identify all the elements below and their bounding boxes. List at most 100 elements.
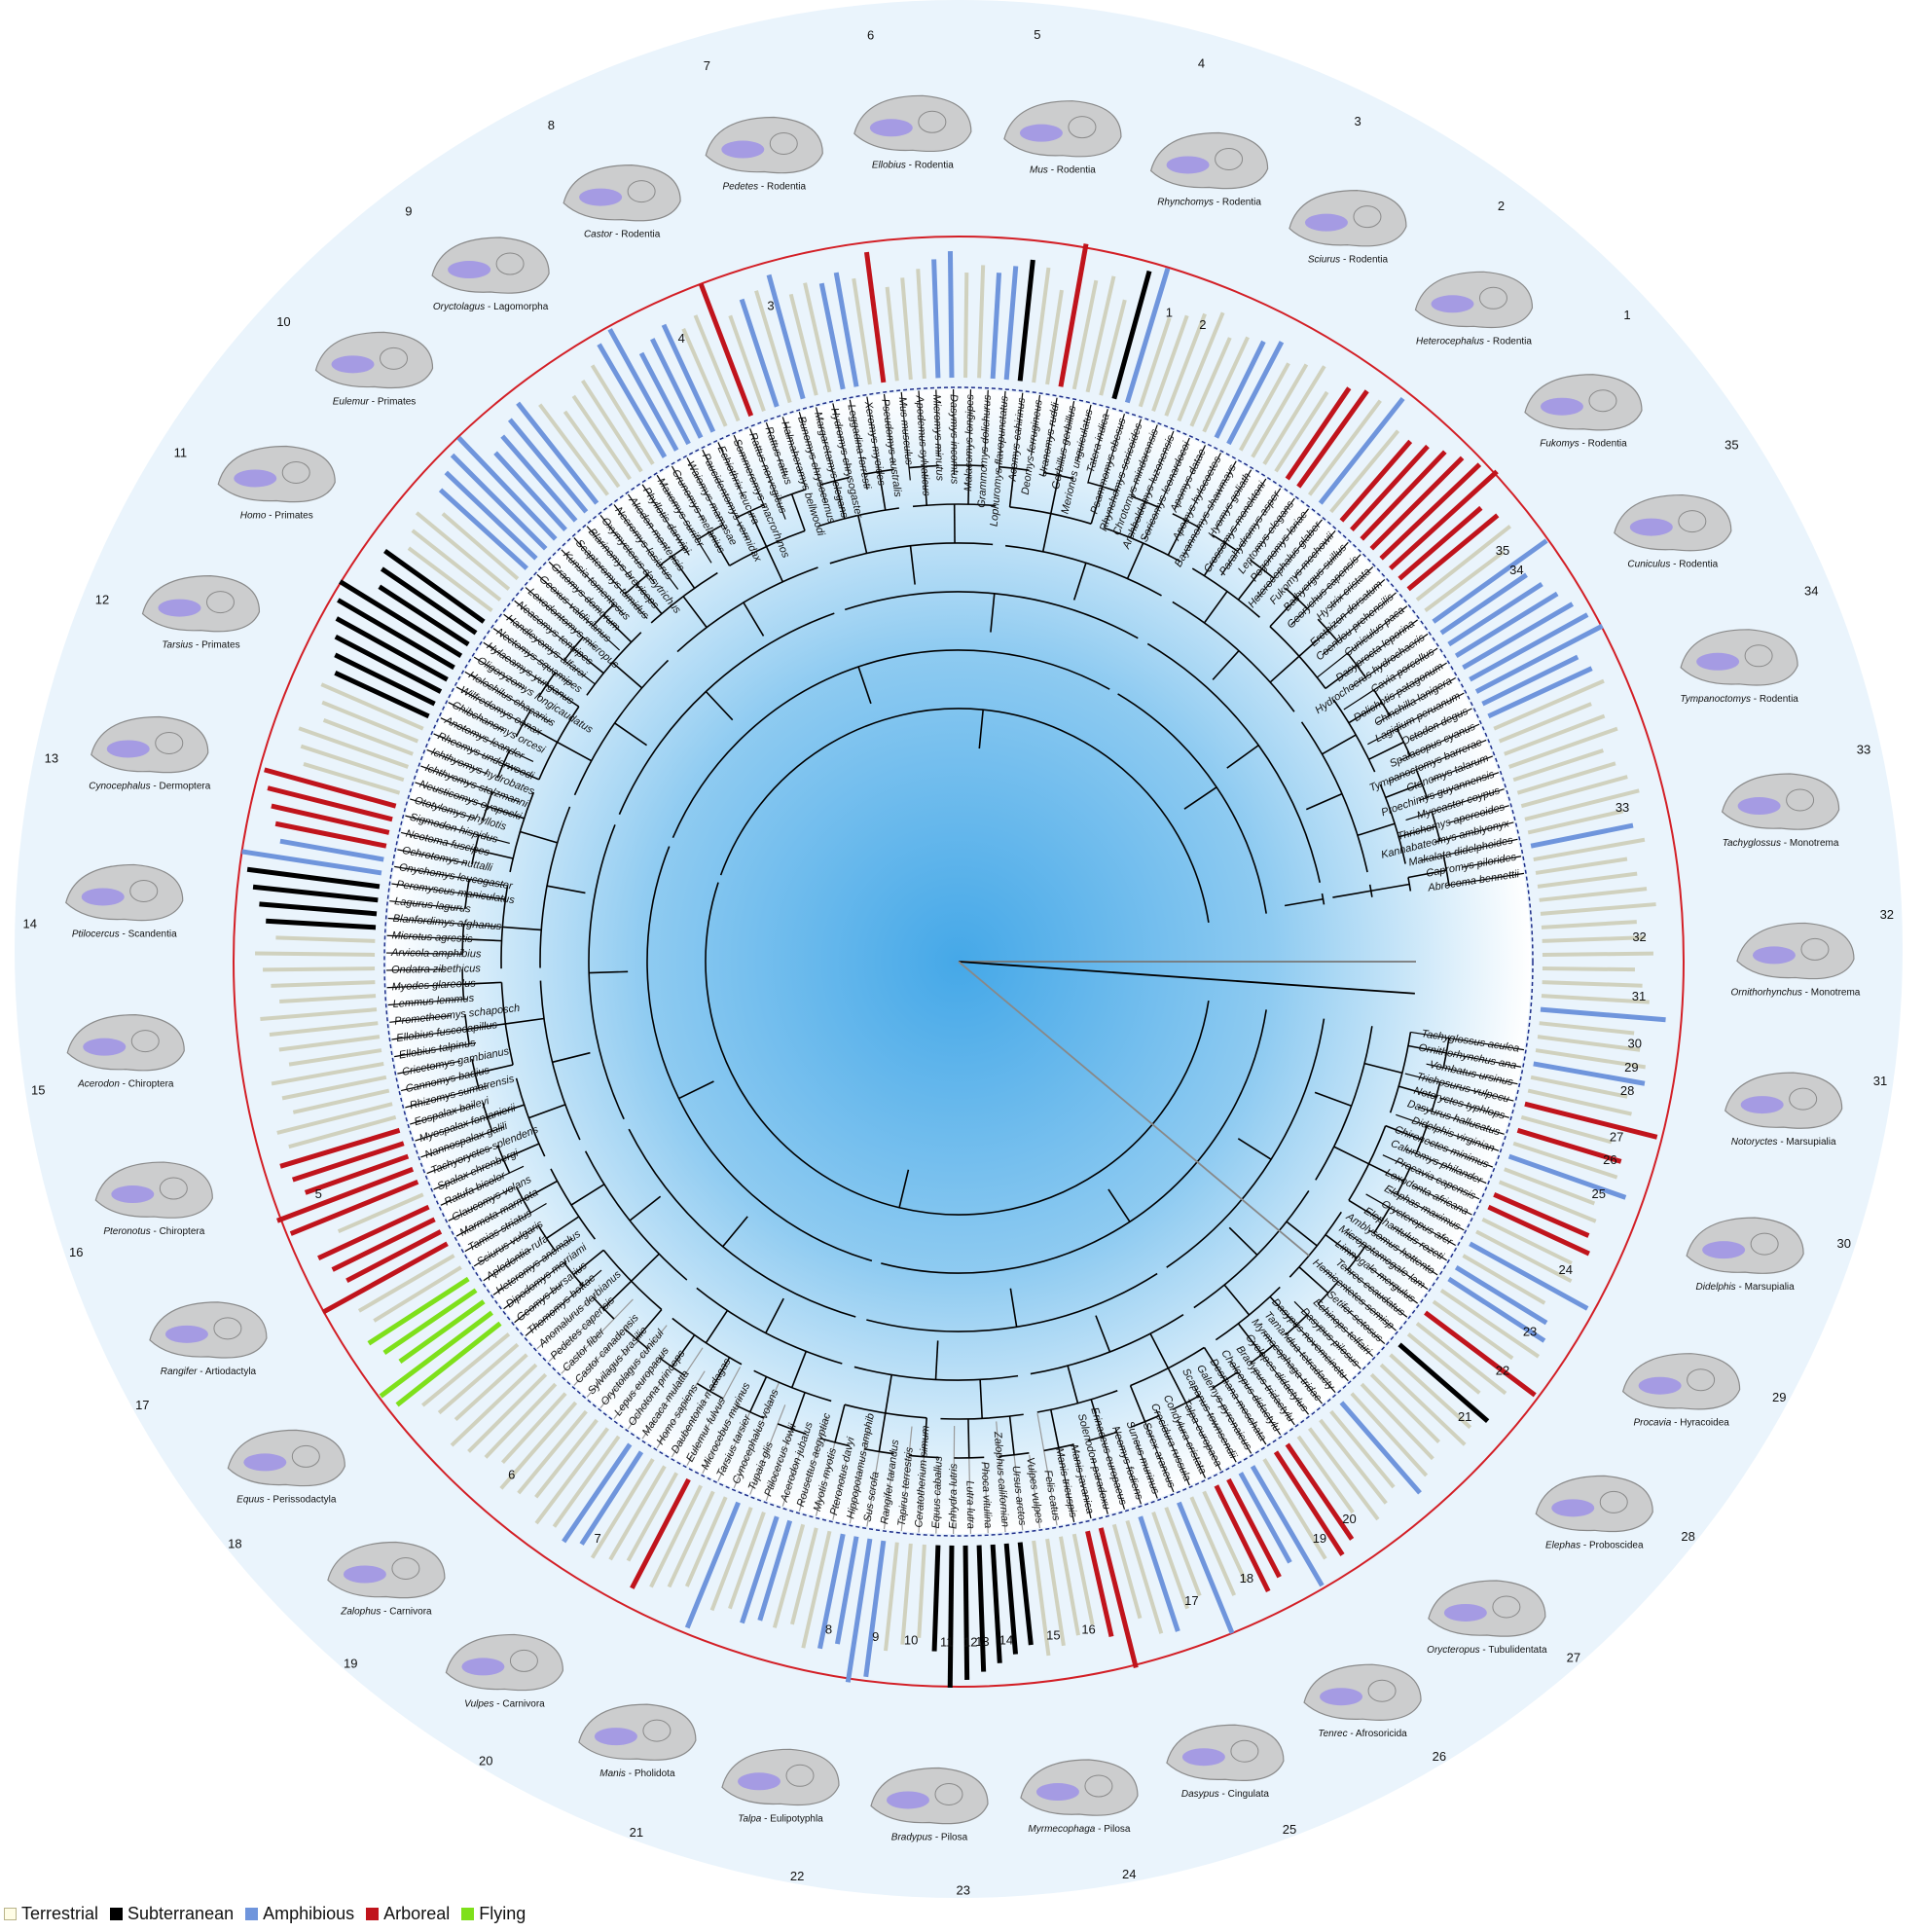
tree-branch	[448, 1186, 514, 1221]
skull-caption: Oryctolagus - Lagomorpha	[433, 302, 549, 312]
tree-branch	[1036, 1412, 1058, 1526]
skull-caption: Ellobius - Rodentia	[872, 160, 954, 170]
tree-branch	[743, 601, 765, 637]
tree-branch	[1333, 1146, 1369, 1165]
skull-caption: Homo - Primates	[240, 510, 313, 521]
tree-branch	[1042, 397, 1058, 477]
habitat-bar	[317, 1204, 430, 1260]
tree-branch	[602, 614, 633, 643]
habitat-bar	[534, 1427, 610, 1525]
skull-caption: Tarsius - Primates	[162, 640, 239, 651]
tree-branch	[1341, 1304, 1386, 1344]
tree-branch	[1405, 788, 1505, 821]
habitat-bars	[241, 243, 1666, 1688]
skull-shape	[1736, 922, 1855, 980]
tree-branch	[539, 806, 571, 968]
legend-item-arboreal: Arboreal	[366, 1904, 450, 1924]
habitat-bar	[339, 579, 463, 659]
tree-branch	[1050, 475, 1060, 514]
tree-branch	[1286, 1221, 1318, 1247]
habitat-bar	[1085, 275, 1116, 393]
skull-dasypus: Dasypus - Cingulata	[1166, 1724, 1285, 1800]
habitat-bar	[1307, 399, 1382, 496]
habitat-bar	[845, 1538, 873, 1683]
skull-sciurus: Sciurus - Rodentia	[1289, 190, 1407, 266]
skull-shape	[1289, 190, 1407, 247]
skull-caption: Elephas - Proboscidea	[1545, 1540, 1644, 1550]
habitat-bar	[1226, 341, 1285, 446]
skull-orbit	[391, 1556, 420, 1580]
tree-branch	[1404, 1073, 1514, 1102]
tree-branch	[857, 666, 872, 705]
habitat-bar	[1527, 809, 1624, 835]
outer-number: 33	[1857, 742, 1870, 756]
tree-branch	[1298, 1266, 1329, 1294]
tree-branch	[686, 457, 727, 530]
tree-branch	[1256, 519, 1323, 600]
tree-branch	[1385, 1124, 1423, 1141]
habitat-bar	[590, 364, 655, 465]
skull-caption: Pteronotus - Chiroptera	[103, 1226, 204, 1237]
habitat-bar	[255, 951, 376, 957]
tree-branch	[1321, 1267, 1397, 1331]
skull-shape	[1621, 1353, 1741, 1410]
bar-group-label: 34	[1509, 563, 1523, 577]
tree-branch	[765, 546, 784, 583]
tree-branch	[798, 412, 826, 503]
habitat-bar	[900, 277, 913, 381]
tree-branch	[455, 686, 528, 727]
tree-branch	[473, 1224, 539, 1267]
tree-branch	[1149, 1332, 1170, 1369]
skull-fukomys: Fukomys - Rodentia	[1524, 374, 1643, 450]
bar-group-label: 4	[678, 331, 685, 346]
outer-number: 12	[95, 592, 109, 606]
legend-label: Terrestrial	[21, 1903, 99, 1923]
tree-branch	[1367, 692, 1465, 746]
tree-branch	[1368, 1266, 1419, 1304]
outer-number: 21	[630, 1825, 643, 1840]
tree-branch	[1392, 1226, 1447, 1261]
tree-branch	[671, 1334, 696, 1367]
tree-branch	[588, 824, 625, 1120]
habitat-bar	[885, 286, 899, 382]
outer-number: 31	[1873, 1074, 1887, 1088]
highlighted-region	[461, 1658, 505, 1676]
outer-number: 20	[479, 1754, 492, 1768]
habitat-bar	[1432, 1299, 1514, 1361]
tree-branch	[1114, 1428, 1142, 1505]
tree-branch	[563, 1261, 584, 1287]
habitat-bar	[288, 1048, 382, 1067]
skull-caption: Rangifer - Artiodactyla	[161, 1367, 257, 1377]
tree-branch	[978, 710, 984, 749]
tip-label: Dasymys incomtus	[948, 394, 961, 485]
tree-branch	[1174, 445, 1207, 510]
tree-branch	[389, 900, 463, 910]
bar-group-label: 20	[1342, 1512, 1356, 1526]
habitat-bar	[289, 1180, 419, 1236]
legend-swatch	[245, 1907, 259, 1920]
tree-branch	[572, 647, 604, 674]
skull-tenrec: Tenrec - Afrosoricida	[1303, 1663, 1422, 1739]
tree-branch	[502, 926, 542, 931]
tree-branch	[1321, 893, 1325, 905]
habitat-bar	[709, 1507, 753, 1612]
skull-caption: Zalophus - Carnivora	[340, 1606, 432, 1617]
skull-caption: Didelphis - Marsupialia	[1696, 1282, 1796, 1293]
tree-branch	[832, 403, 850, 475]
tree-branch	[586, 526, 633, 580]
bar-group-label: 25	[1592, 1186, 1606, 1201]
skull-rangifer: Rangifer - Artiodactyla	[149, 1301, 268, 1377]
tree-branch	[1263, 1332, 1323, 1404]
tree-branch	[1212, 534, 1239, 552]
tree-branch	[1250, 1344, 1275, 1365]
outer-number: 2	[1498, 199, 1505, 213]
tree-branch	[1237, 1138, 1272, 1160]
habitat-bar	[597, 343, 668, 458]
skull-didelphis: Didelphis - Marsupialia	[1686, 1217, 1804, 1293]
tree-branch	[1166, 1018, 1325, 1268]
habitat-bar	[916, 269, 926, 380]
skull-shape	[1303, 1663, 1422, 1721]
habitat-bar	[884, 1542, 899, 1652]
habitat-bar	[1379, 462, 1482, 561]
tree-branch	[781, 417, 807, 490]
